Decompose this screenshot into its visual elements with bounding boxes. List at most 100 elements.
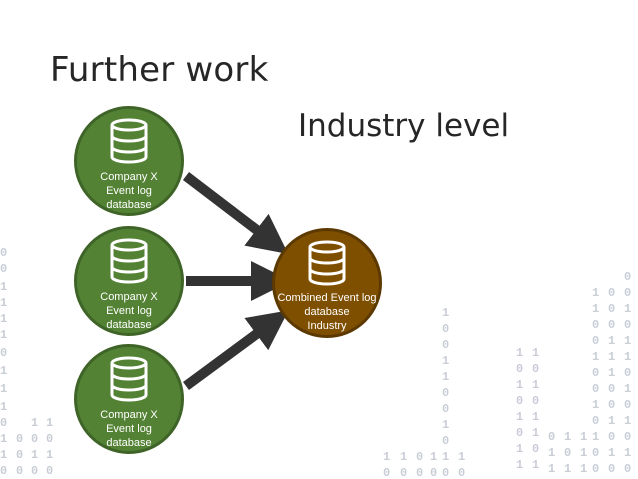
- node-label: Company X Event log database: [100, 171, 158, 211]
- svg-text:1: 1: [0, 364, 7, 378]
- svg-text:0: 0: [46, 464, 53, 478]
- svg-text:0: 0: [516, 394, 523, 408]
- svg-text:1: 1: [516, 458, 523, 472]
- svg-text:0: 0: [608, 302, 615, 316]
- svg-text:1: 1: [516, 442, 523, 456]
- svg-text:0: 0: [0, 262, 7, 276]
- svg-text:1: 1: [442, 450, 449, 464]
- svg-text:1: 1: [442, 418, 449, 432]
- svg-text:1: 1: [564, 430, 571, 444]
- svg-text:0: 0: [608, 318, 615, 332]
- company-database-node: Company X Event log database: [74, 344, 184, 454]
- svg-text:1: 1: [0, 448, 7, 462]
- svg-text:0: 0: [532, 362, 539, 376]
- svg-text:0: 0: [16, 448, 23, 462]
- node-label: Company X Event log database: [100, 291, 158, 331]
- svg-text:1: 1: [624, 302, 631, 316]
- svg-text:1: 1: [31, 448, 38, 462]
- svg-text:1: 1: [383, 450, 390, 464]
- svg-text:1: 1: [608, 350, 615, 364]
- svg-text:1: 1: [532, 410, 539, 424]
- svg-text:0: 0: [548, 430, 555, 444]
- database-icon: [110, 118, 148, 164]
- svg-text:0: 0: [442, 338, 449, 352]
- svg-text:0: 0: [416, 466, 423, 479]
- svg-text:0: 0: [592, 318, 599, 332]
- svg-text:1: 1: [548, 462, 555, 476]
- svg-text:1: 1: [592, 286, 599, 300]
- svg-text:1: 1: [580, 462, 587, 476]
- database-icon: [110, 238, 148, 284]
- svg-text:0: 0: [442, 322, 449, 336]
- svg-text:1: 1: [608, 334, 615, 348]
- svg-text:0: 0: [624, 398, 631, 412]
- svg-text:1: 1: [0, 280, 7, 294]
- svg-text:0: 0: [608, 286, 615, 300]
- svg-text:1: 1: [624, 382, 631, 396]
- svg-text:0: 0: [430, 466, 437, 479]
- svg-text:1: 1: [580, 430, 587, 444]
- svg-text:1: 1: [608, 446, 615, 460]
- svg-text:0: 0: [592, 446, 599, 460]
- svg-text:0: 0: [624, 286, 631, 300]
- svg-text:1: 1: [548, 446, 555, 460]
- svg-text:0: 0: [31, 432, 38, 446]
- svg-text:0: 0: [592, 334, 599, 348]
- svg-text:0: 0: [442, 402, 449, 416]
- svg-text:1: 1: [458, 450, 465, 464]
- svg-text:0: 0: [592, 382, 599, 396]
- svg-text:1: 1: [592, 430, 599, 444]
- svg-text:0: 0: [458, 466, 465, 479]
- company-database-node: Company X Event log database: [74, 106, 184, 216]
- svg-text:0: 0: [624, 430, 631, 444]
- svg-text:1: 1: [516, 346, 523, 360]
- svg-text:1: 1: [0, 432, 7, 446]
- svg-text:1: 1: [0, 296, 7, 310]
- svg-text:0: 0: [624, 318, 631, 332]
- svg-text:0: 0: [592, 366, 599, 380]
- svg-text:0: 0: [31, 464, 38, 478]
- node-label: Company X Event log database: [100, 409, 158, 449]
- svg-text:1: 1: [532, 426, 539, 440]
- combined-database-node: Combined Event log database Industry: [272, 228, 382, 338]
- svg-text:0: 0: [516, 426, 523, 440]
- svg-text:1: 1: [46, 416, 53, 430]
- combined-node-label: Combined Event log database Industry: [277, 292, 377, 332]
- svg-text:0: 0: [0, 416, 7, 430]
- svg-text:1: 1: [532, 346, 539, 360]
- svg-text:0: 0: [0, 464, 7, 478]
- svg-text:1: 1: [0, 328, 7, 342]
- svg-text:1: 1: [532, 458, 539, 472]
- svg-text:0: 0: [0, 246, 7, 260]
- svg-text:0: 0: [608, 430, 615, 444]
- svg-text:0: 0: [46, 432, 53, 446]
- svg-text:1: 1: [430, 450, 437, 464]
- svg-text:0: 0: [532, 442, 539, 456]
- svg-text:1: 1: [592, 350, 599, 364]
- svg-text:0: 0: [16, 464, 23, 478]
- svg-text:1: 1: [624, 446, 631, 460]
- slide-subtitle: Industry level: [298, 108, 510, 144]
- svg-text:0: 0: [624, 366, 631, 380]
- slide-title: Further work: [50, 50, 269, 90]
- svg-text:0: 0: [624, 462, 631, 476]
- svg-text:0: 0: [0, 346, 7, 360]
- svg-text:0: 0: [564, 446, 571, 460]
- svg-text:0: 0: [442, 434, 449, 448]
- svg-text:1: 1: [532, 378, 539, 392]
- svg-text:0: 0: [416, 450, 423, 464]
- svg-text:1: 1: [442, 354, 449, 368]
- svg-text:1: 1: [592, 302, 599, 316]
- svg-text:0: 0: [608, 398, 615, 412]
- svg-text:1: 1: [516, 410, 523, 424]
- database-icon: [308, 240, 346, 286]
- svg-text:0: 0: [16, 432, 23, 446]
- svg-text:0: 0: [608, 382, 615, 396]
- svg-text:0: 0: [383, 466, 390, 479]
- svg-text:1: 1: [580, 446, 587, 460]
- svg-text:1: 1: [400, 450, 407, 464]
- svg-text:0: 0: [442, 386, 449, 400]
- svg-text:1: 1: [624, 350, 631, 364]
